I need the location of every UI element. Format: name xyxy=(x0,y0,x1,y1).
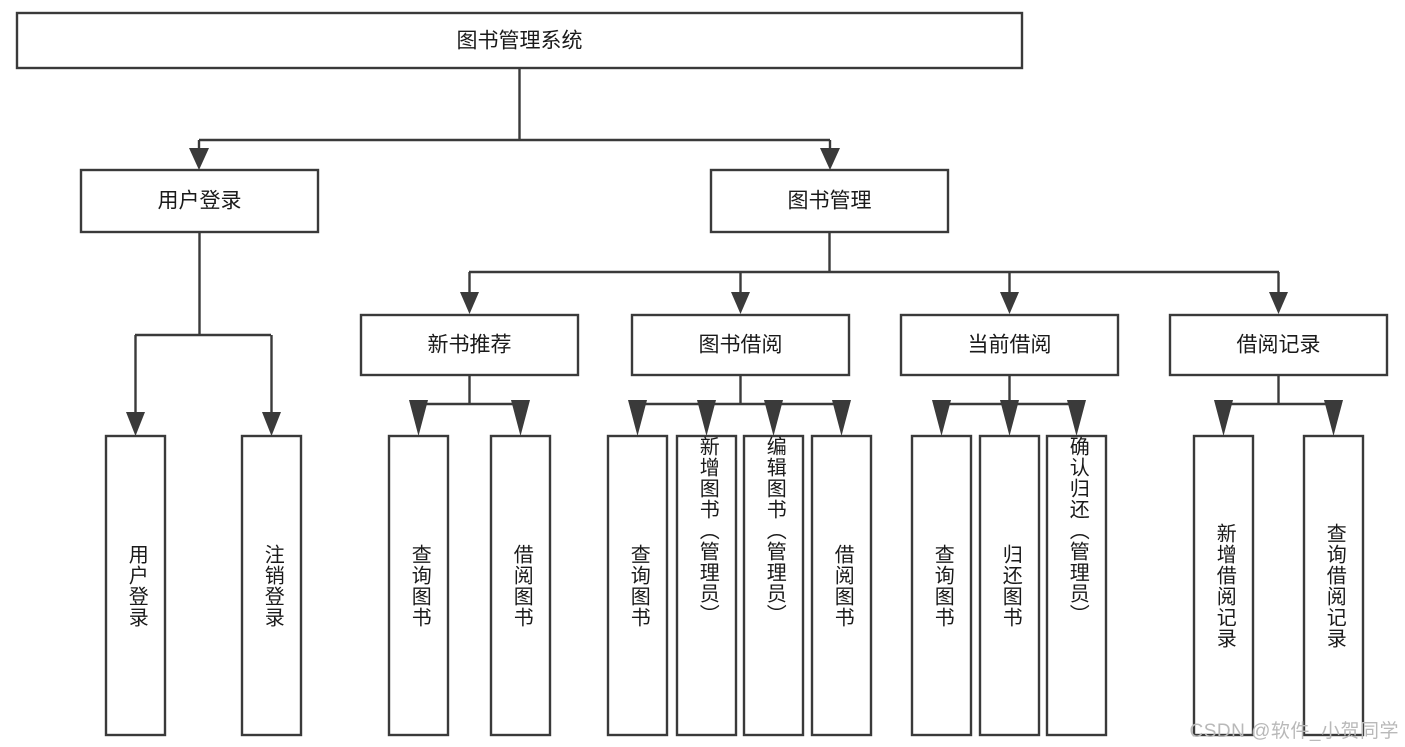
arrowhead-currentborrow-leaf2 xyxy=(1000,400,1019,436)
leaf-box-newbook-query[interactable] xyxy=(387,434,450,737)
node-boxes xyxy=(15,11,1389,737)
node-new-book-recommend[interactable] xyxy=(359,313,580,377)
leaf-box-currentborrow-return[interactable] xyxy=(978,434,1041,737)
label-borrow-records: 借阅记录 xyxy=(1237,334,1321,357)
leaf-box-bookborrow-add[interactable] xyxy=(675,434,738,737)
arrowhead-records-leaf2 xyxy=(1324,400,1343,436)
node-current-borrow[interactable] xyxy=(899,313,1120,377)
arrowhead-newbook-leaf1 xyxy=(409,400,428,436)
arrowhead-bookborrow-leaf3 xyxy=(764,400,783,436)
arrowhead-records-leaf1 xyxy=(1214,400,1233,436)
leaf-box-newbook-borrow[interactable] xyxy=(489,434,552,737)
arrowhead-newbook-leaf2 xyxy=(511,400,530,436)
arrowhead-bookborrow-leaf2 xyxy=(697,400,716,436)
label-new-book-recommend: 新书推荐 xyxy=(428,334,512,357)
arrowhead-bookborrow-leaf1 xyxy=(628,400,647,436)
arrowhead-userlogin-leaf2 xyxy=(262,412,281,436)
arrowhead-book-manage xyxy=(820,148,840,170)
node-book-borrow[interactable] xyxy=(630,313,851,377)
arrow-heads xyxy=(126,148,1343,436)
leaf-box-user-login-logout[interactable] xyxy=(240,434,303,737)
label-book-management: 图书管理 xyxy=(788,190,872,213)
label-user-login: 用户登录 xyxy=(158,190,242,213)
leaf-box-bookborrow-edit[interactable] xyxy=(742,434,805,737)
leaf-box-records-add[interactable] xyxy=(1192,434,1255,737)
node-borrow-records[interactable] xyxy=(1168,313,1389,377)
label-root: 图书管理系统 xyxy=(457,30,583,53)
arrowhead-userlogin-leaf1 xyxy=(126,412,145,436)
leaf-box-currentborrow-query[interactable] xyxy=(910,434,973,737)
arrowhead-bookborrow-leaf4 xyxy=(832,400,851,436)
leaf-box-records-query[interactable] xyxy=(1302,434,1365,737)
arrowhead-borrow-records xyxy=(1269,292,1288,314)
node-book-management[interactable] xyxy=(709,168,950,234)
arrowhead-book-borrow xyxy=(731,292,750,314)
node-labels: 图书管理系统 用户登录 图书管理 新书推荐 图书借阅 当前借阅 借阅记录 xyxy=(158,30,1321,357)
leaf-box-bookborrow-query[interactable] xyxy=(606,434,669,737)
leaf-box-user-login-login[interactable] xyxy=(104,434,167,737)
arrowhead-currentborrow-leaf1 xyxy=(932,400,951,436)
arrowhead-currentborrow-leaf3 xyxy=(1067,400,1086,436)
label-book-borrow: 图书借阅 xyxy=(699,334,783,357)
arrowhead-new-book xyxy=(460,292,479,314)
csdn-watermark: CSDN @软件_小贺同学 xyxy=(1189,721,1399,742)
node-user-login[interactable] xyxy=(79,168,320,234)
leaf-box-bookborrow-borrow[interactable] xyxy=(810,434,873,737)
arrowhead-current-borrow xyxy=(1000,292,1019,314)
leaf-box-currentborrow-confirm[interactable] xyxy=(1045,434,1108,737)
label-current-borrow: 当前借阅 xyxy=(968,334,1052,357)
arrowhead-user-login xyxy=(189,148,209,170)
node-root-book-management-system[interactable] xyxy=(15,11,1024,70)
